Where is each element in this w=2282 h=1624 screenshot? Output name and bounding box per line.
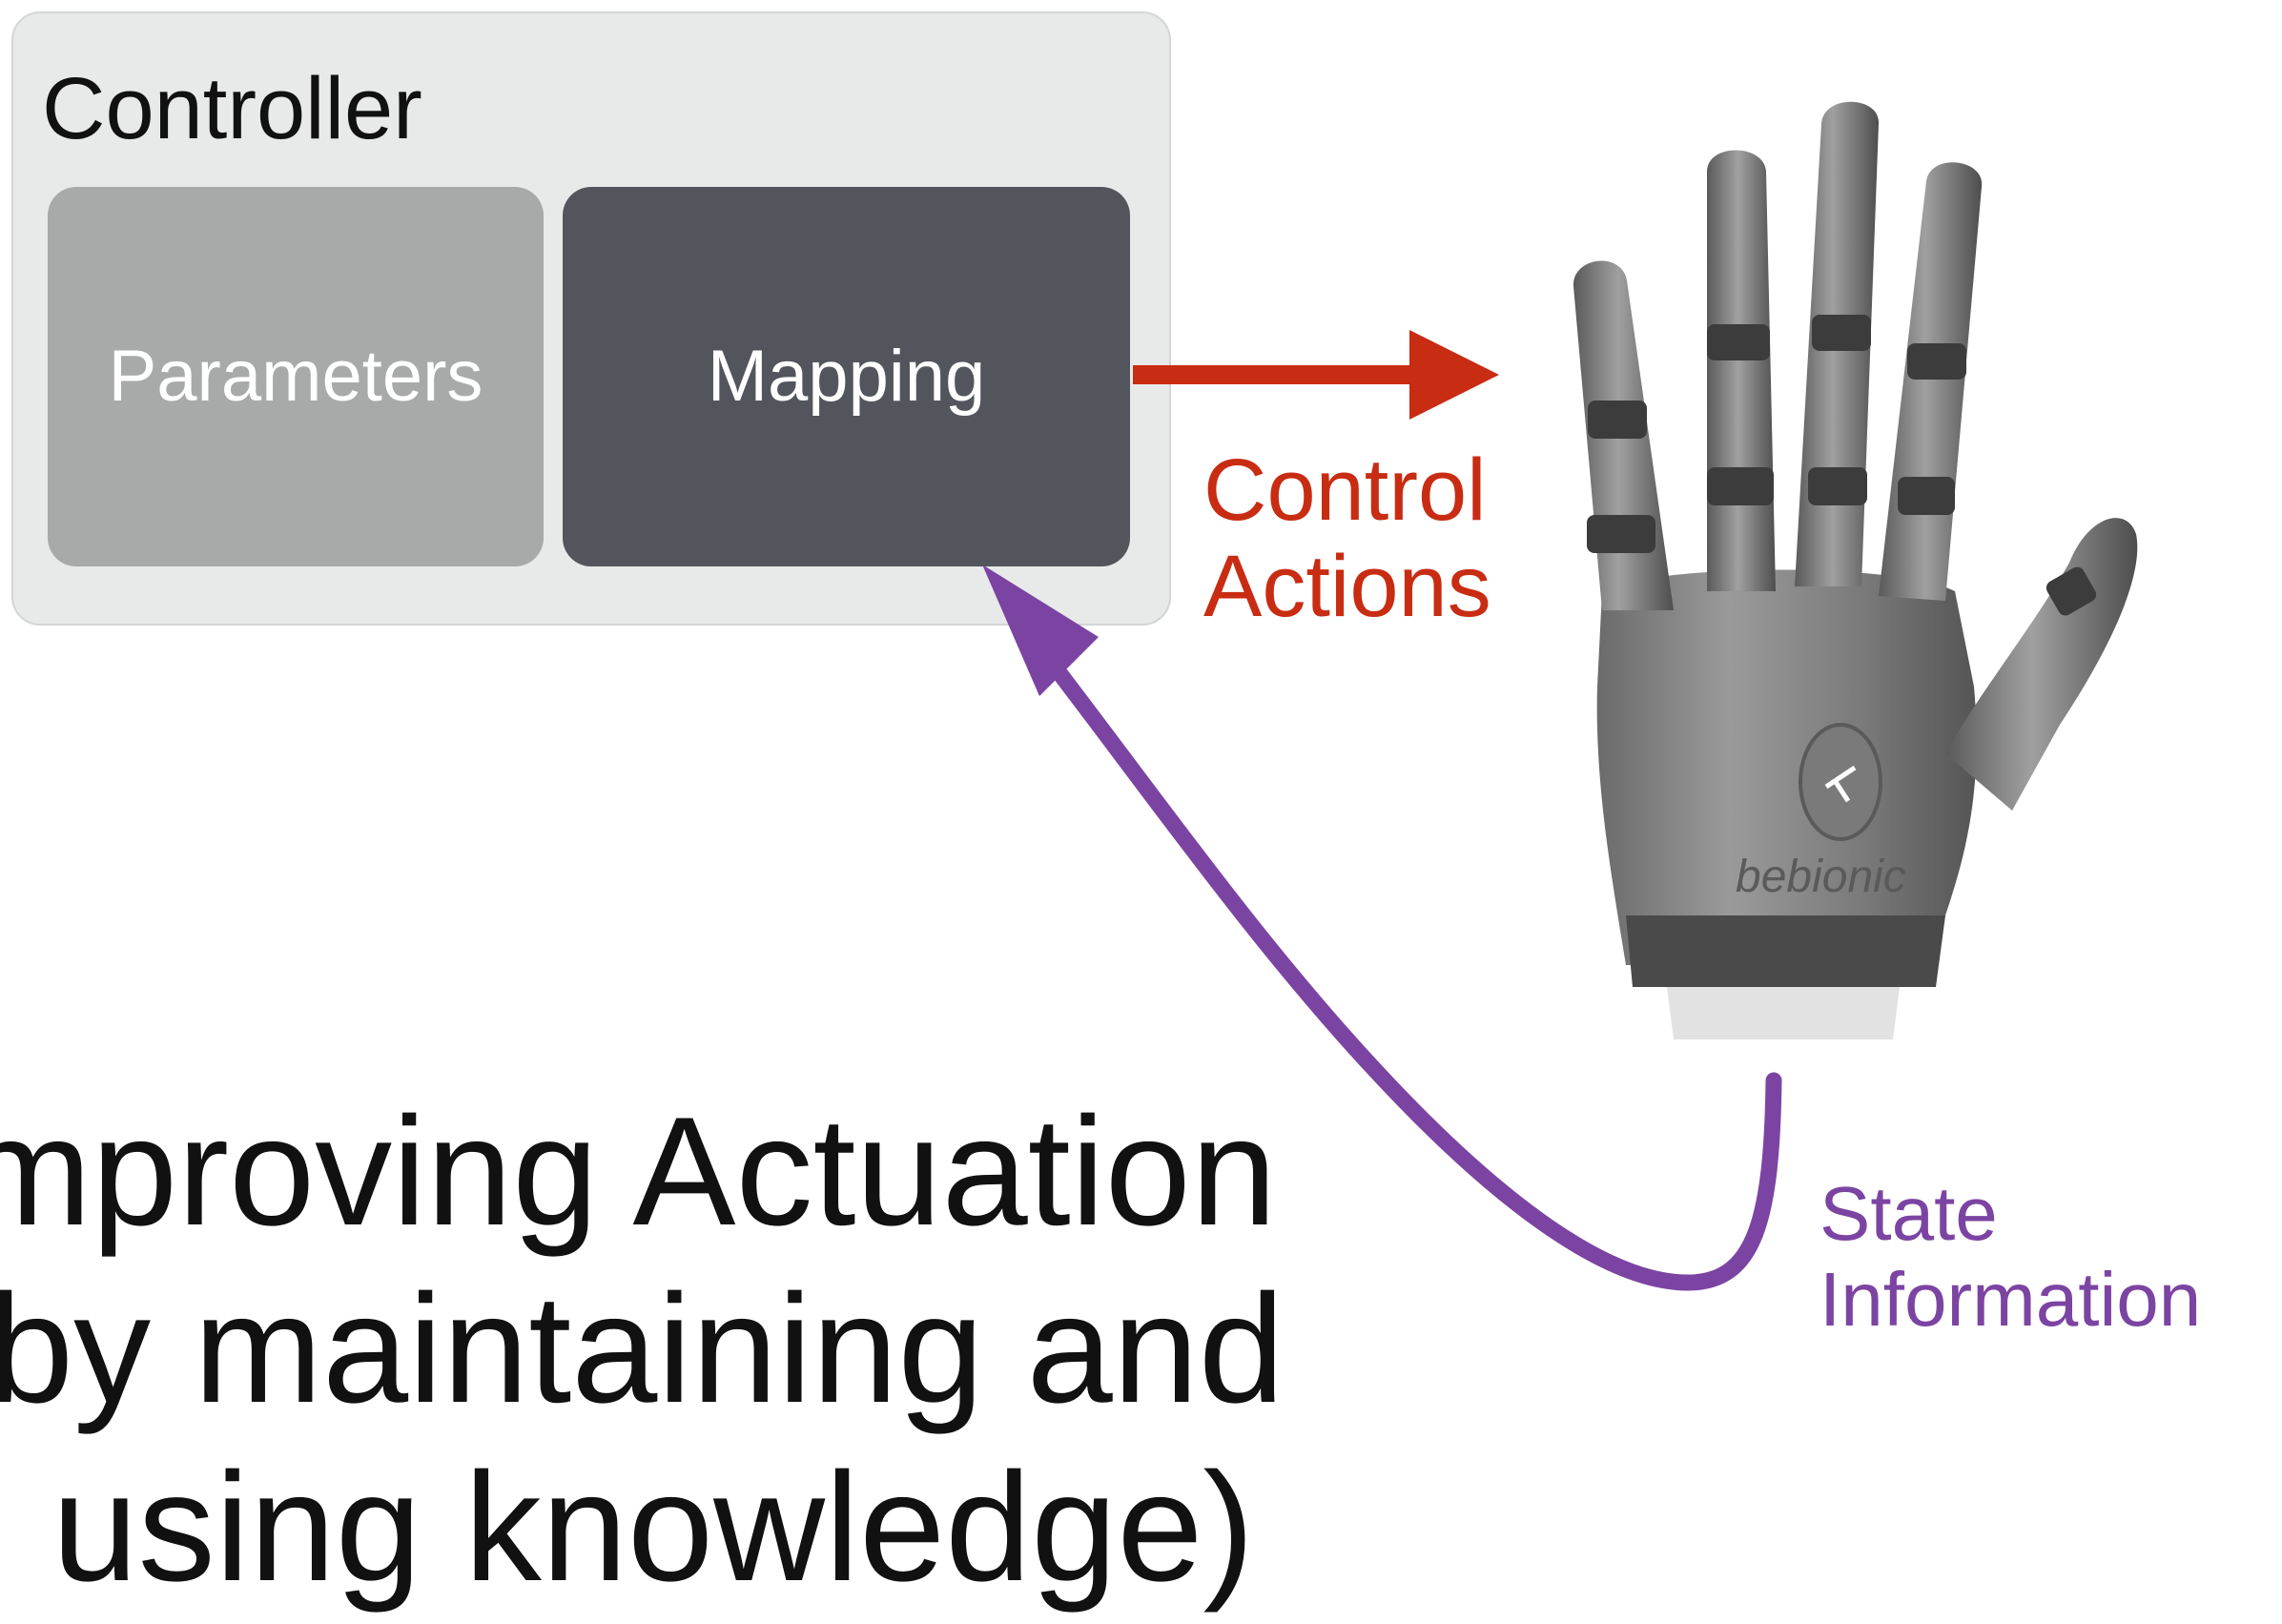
- controller-title: Controller: [42, 60, 422, 157]
- control-actions-line1: Control: [1203, 442, 1487, 539]
- main-caption-line1: mproving Actuation: [0, 1085, 1277, 1258]
- mapping-label: Mapping: [707, 336, 986, 417]
- state-information-label: State Information: [1819, 1171, 2282, 1344]
- prosthetic-hand-image: bebionic: [1573, 101, 2138, 1039]
- main-caption-line3: using knowledge): [51, 1440, 1255, 1614]
- parameters-box: Parameters: [48, 187, 544, 566]
- control-actions-label: Control Actions: [1203, 442, 1528, 635]
- mapping-box: Mapping: [563, 187, 1130, 566]
- hand-logo-text: bebionic: [1736, 852, 1906, 902]
- parameters-label: Parameters: [108, 336, 483, 417]
- control-actions-line2: Actions: [1203, 538, 1491, 636]
- main-caption-line2: (by maintaining and: [0, 1263, 1285, 1436]
- control-actions-arrow: [1133, 330, 1499, 420]
- state-information-line1: State: [1819, 1171, 1998, 1256]
- state-information-line2: Information: [1819, 1257, 2202, 1343]
- state-information-arrow: [982, 565, 1782, 1291]
- main-caption: mproving Actuation (by maintaining and u…: [0, 1083, 1335, 1616]
